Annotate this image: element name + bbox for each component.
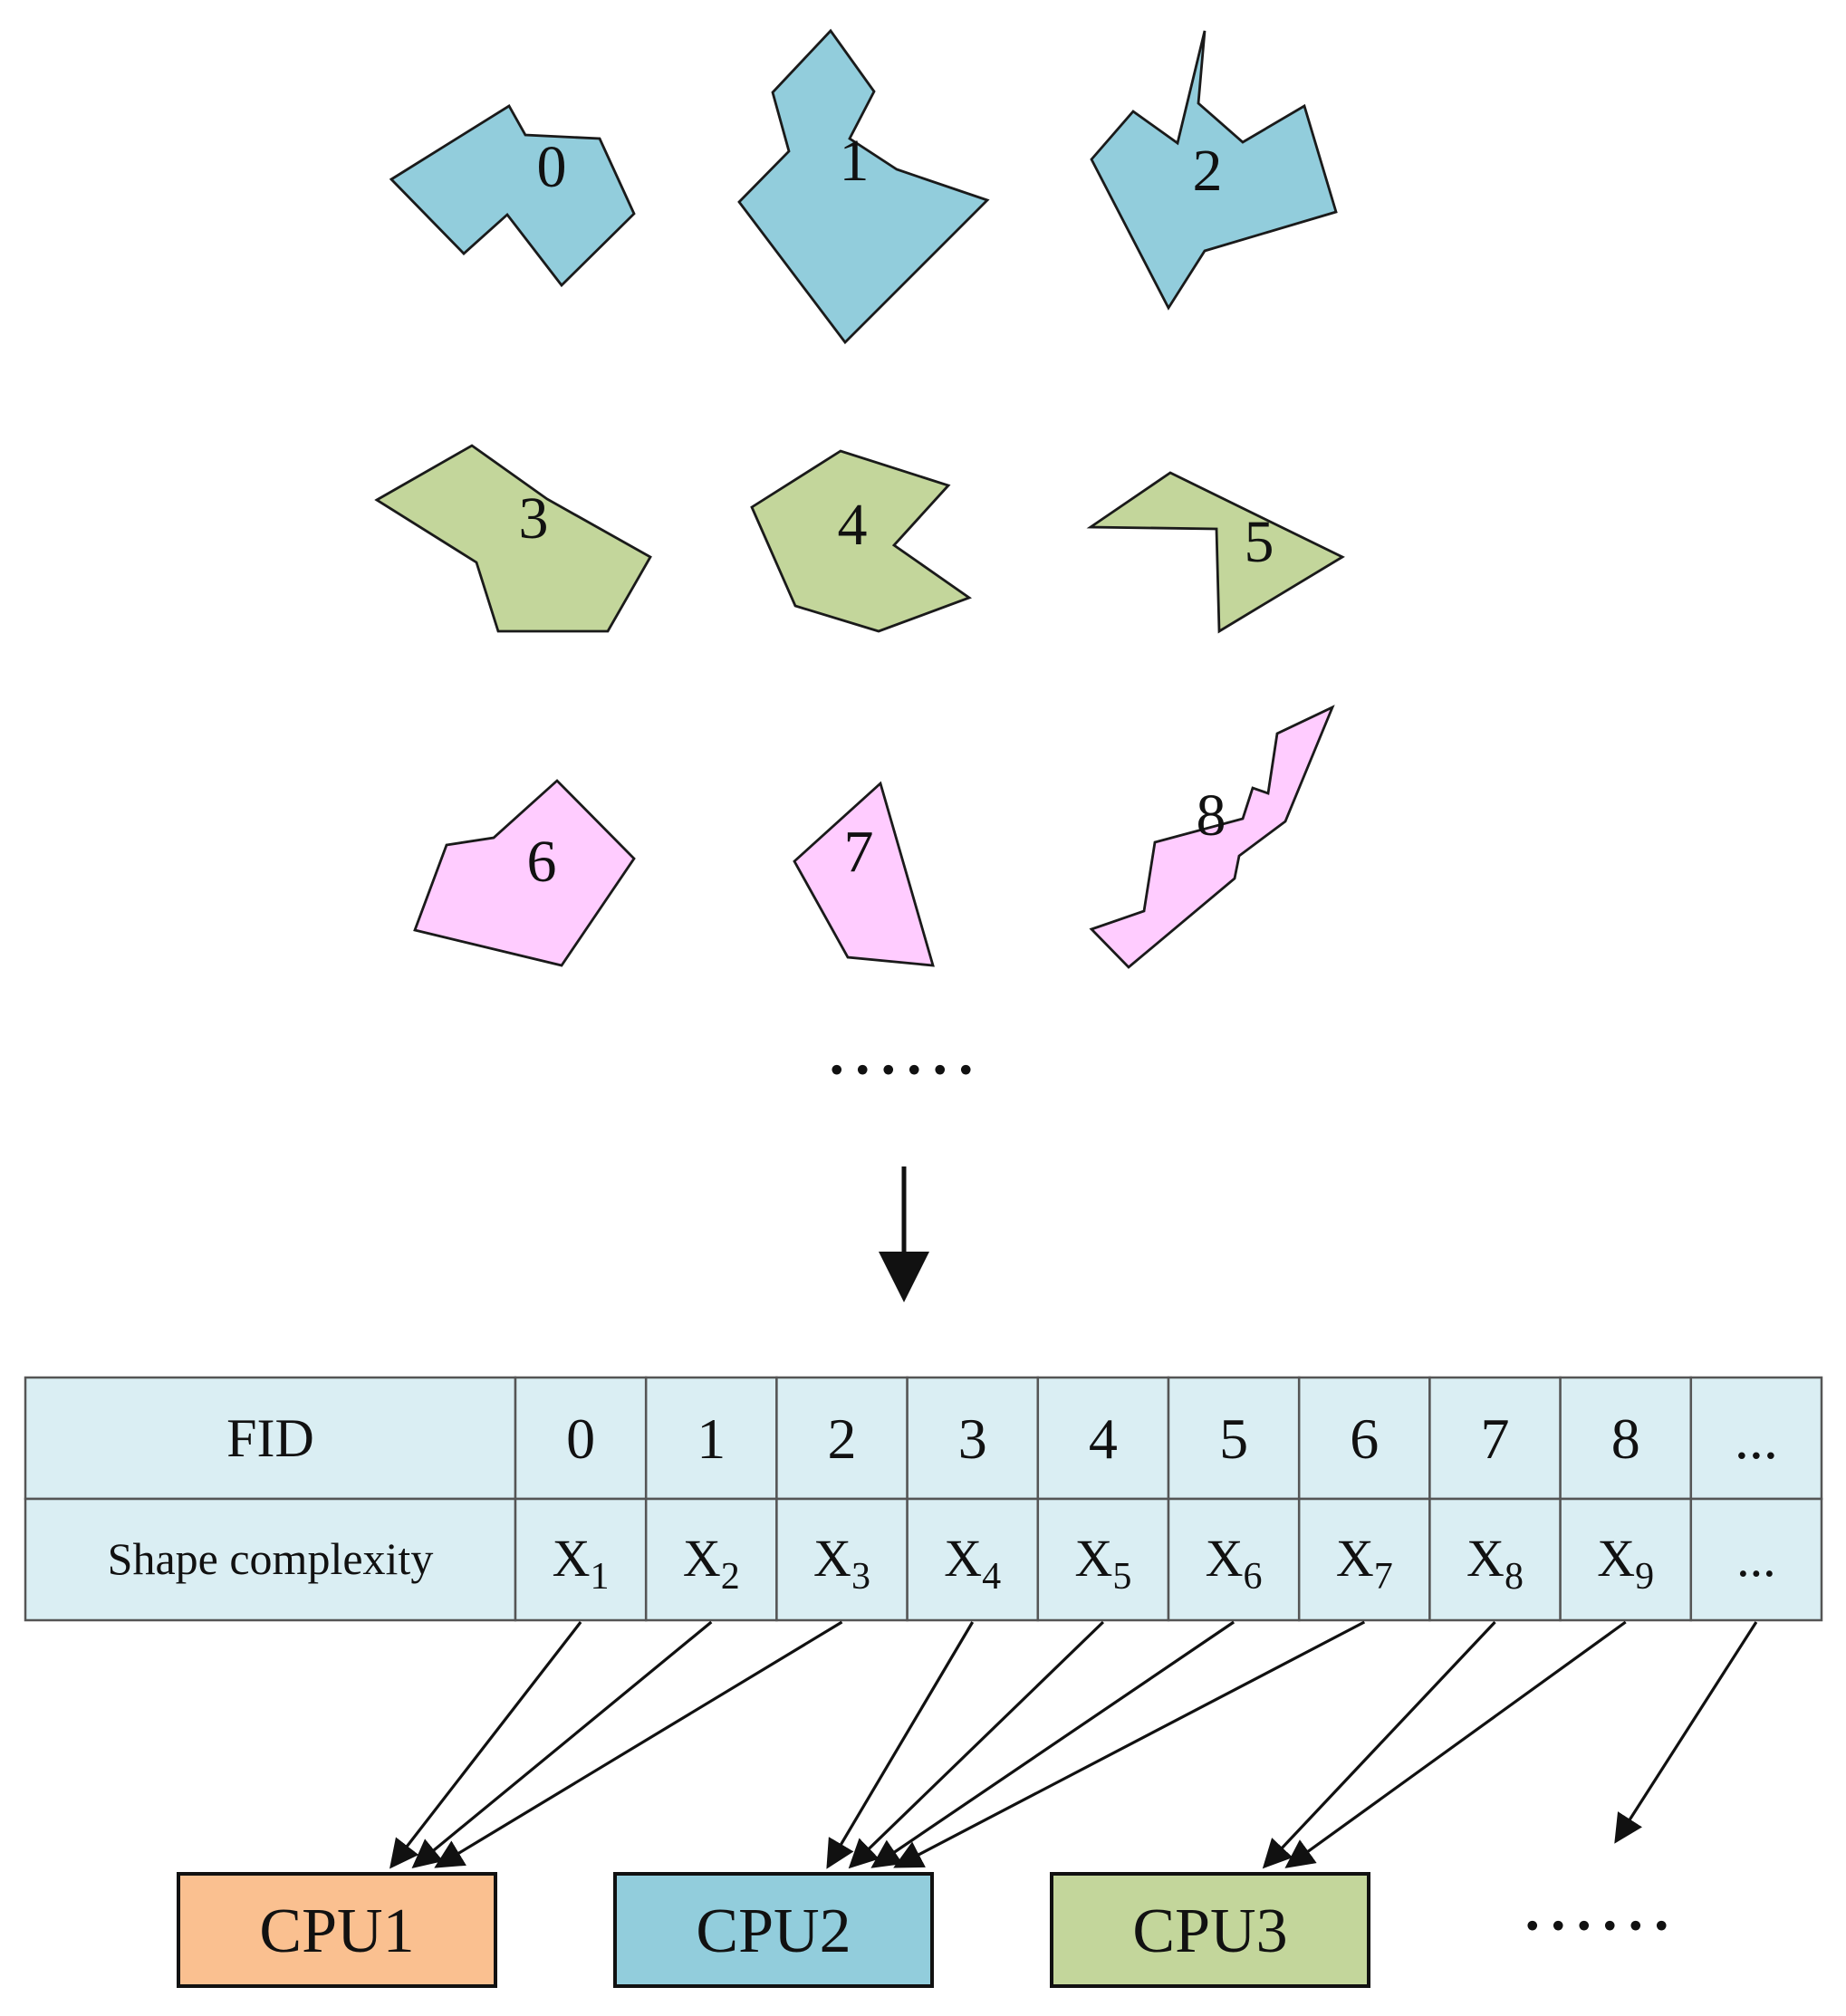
assignment-arrow — [826, 1621, 975, 1869]
table-row-header: Shape complexity — [108, 1533, 434, 1584]
feature-shape-label: 0 — [537, 134, 567, 200]
feature-shape-label: 5 — [1245, 509, 1274, 575]
fid-value: 5 — [1219, 1406, 1248, 1471]
cpu-box-2 — [613, 1872, 934, 1988]
table-cell — [644, 1376, 778, 1501]
feature-shape-0 — [389, 104, 636, 288]
feature-shape-3 — [374, 444, 652, 633]
fid-value: 7 — [1481, 1406, 1510, 1471]
assignment-arrow — [893, 1620, 1366, 1868]
down-arrow — [879, 1166, 929, 1302]
table-cell — [1689, 1376, 1823, 1501]
fid-value: 1 — [697, 1406, 726, 1471]
table-cell — [1297, 1497, 1431, 1622]
assignment-arrow — [389, 1621, 582, 1869]
cpu-label: CPU2 — [696, 1896, 851, 1966]
feature-shape-5 — [1086, 471, 1345, 634]
feature-shape-7 — [793, 781, 935, 967]
cpu-label: CPU1 — [259, 1896, 414, 1966]
table-cell — [514, 1376, 648, 1501]
table-cell — [1428, 1497, 1562, 1622]
table-cell — [1689, 1497, 1823, 1622]
table-cell — [775, 1497, 909, 1622]
table-cell — [906, 1497, 1040, 1622]
feature-shape-label: 4 — [838, 492, 868, 558]
table-row-header-cell — [24, 1497, 517, 1622]
feature-shape-label: 6 — [527, 829, 557, 895]
feature-shape-label: 8 — [1197, 782, 1226, 849]
table-cell — [1428, 1376, 1562, 1501]
assignment-arrow — [434, 1620, 843, 1868]
table-cell — [644, 1497, 778, 1622]
assignment-arrow — [1284, 1620, 1627, 1868]
assignment-arrow — [1614, 1621, 1758, 1844]
assignment-arrows — [389, 1620, 1758, 1869]
feature-shape-4 — [750, 449, 972, 633]
cpu-box-1 — [177, 1872, 497, 1988]
assignment-arrow — [411, 1620, 713, 1869]
table-cell — [1559, 1376, 1693, 1501]
fid-value: 3 — [958, 1406, 987, 1471]
fid-value: 2 — [828, 1406, 857, 1471]
feature-shape-label: 1 — [840, 128, 870, 194]
feature-shape-2 — [1090, 30, 1338, 311]
fid-value: ... — [1735, 1406, 1778, 1471]
fid-value: 0 — [566, 1406, 595, 1471]
table-row-header: FID — [226, 1408, 314, 1468]
fid-value: 8 — [1611, 1406, 1640, 1471]
feature-shape-label: 3 — [519, 485, 549, 552]
feature-shape-label: 7 — [844, 819, 874, 885]
complexity-value: X3 — [813, 1529, 870, 1598]
cpu-label: CPU3 — [1132, 1896, 1287, 1966]
assignment-arrow — [848, 1620, 1105, 1869]
table-cell — [775, 1376, 909, 1501]
assignment-arrow — [870, 1620, 1235, 1868]
feature-shapes: 0 1 2 3 4 5 6 7 8 — [374, 28, 1345, 969]
table-row-header-cell — [24, 1376, 517, 1501]
complexity-value: ... — [1736, 1529, 1776, 1588]
fid-value: 6 — [1350, 1406, 1379, 1471]
cpu-ellipsis: ...... — [1523, 1858, 1678, 1947]
feature-shape-8 — [1089, 705, 1335, 969]
cpu-boxes: CPU1 CPU2 CPU3 — [177, 1872, 1370, 1988]
assignment-arrow — [1262, 1620, 1496, 1869]
table-cell — [1559, 1497, 1693, 1622]
shapes-ellipsis: ...... — [827, 1002, 982, 1091]
feature-shape-1 — [737, 28, 990, 345]
table-cell — [514, 1497, 648, 1622]
feature-shape-label: 2 — [1193, 138, 1223, 204]
fid-value: 4 — [1089, 1406, 1118, 1471]
feature-shape-6 — [413, 779, 636, 967]
cpu-box-3 — [1050, 1872, 1370, 1988]
